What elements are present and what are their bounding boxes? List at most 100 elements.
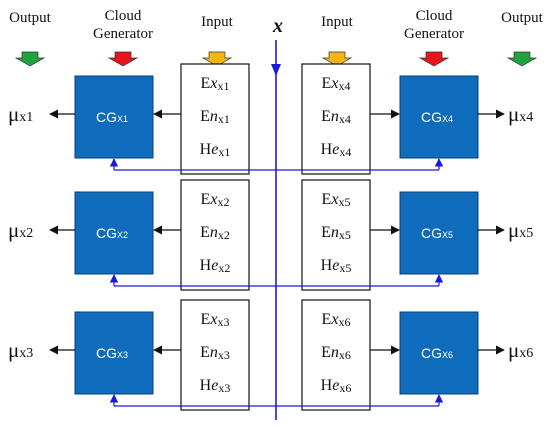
expectation-param-italic: x xyxy=(209,311,217,328)
hyper-entropy-param-subscript: x1 xyxy=(218,145,230,159)
expectation-param-italic: x xyxy=(330,311,338,328)
input-params-box xyxy=(301,299,371,411)
cloud-generator-label: CGX1 xyxy=(96,109,128,125)
cg-text: CG xyxy=(421,345,442,361)
input-params-box xyxy=(180,63,250,175)
expectation-param-letter: E xyxy=(201,75,211,92)
hyper-entropy-param: Hex4 xyxy=(321,141,352,159)
cg-subscript: X4 xyxy=(442,114,453,124)
hyper-entropy-param: Hex2 xyxy=(200,257,231,275)
header-cloud-left-line2: Generator xyxy=(93,26,153,42)
cg-subscript: X2 xyxy=(117,230,128,240)
hyper-entropy-param: Hex6 xyxy=(321,377,352,395)
output-mu-label: μx1 xyxy=(8,102,33,126)
expectation-param-subscript: x2 xyxy=(217,195,229,209)
input-params-box xyxy=(301,63,371,175)
entropy-param-italic: n xyxy=(331,224,339,241)
header-arrows xyxy=(14,51,538,67)
hyper-entropy-param-italic: e xyxy=(211,257,218,274)
hyper-entropy-param: Hex5 xyxy=(321,257,352,275)
expectation-param-letter: E xyxy=(322,311,332,328)
hyper-entropy-param: Hex3 xyxy=(200,377,231,395)
entropy-param-letter: E xyxy=(200,344,210,361)
cg-text: CG xyxy=(96,225,117,241)
header-row: Output Cloud Generator Input x Input Clo… xyxy=(9,8,544,42)
hyper-entropy-param-letter: H xyxy=(200,377,212,394)
hyper-entropy-param-letter: H xyxy=(321,377,333,394)
hyper-entropy-param-italic: e xyxy=(211,377,218,394)
output-mu-label: μx3 xyxy=(8,338,33,362)
output-mu-label: μx6 xyxy=(508,338,533,362)
cloud-generator-box xyxy=(399,75,479,159)
output-mu-label: μx5 xyxy=(508,218,533,242)
entropy-param-subscript: x3 xyxy=(218,348,230,362)
expectation-param-letter: E xyxy=(322,191,332,208)
expectation-param-letter: E xyxy=(322,75,332,92)
header-cloud-left-line1: Cloud xyxy=(105,8,142,24)
expectation-param-subscript: x5 xyxy=(338,195,350,209)
entropy-param: Enx3 xyxy=(200,344,230,362)
input-params-box xyxy=(301,179,371,291)
input-arrow-left-icon xyxy=(201,51,233,67)
header-cloud-right-line2: Generator xyxy=(404,26,464,42)
cg-text: CG xyxy=(421,225,442,241)
entropy-param: Enx4 xyxy=(321,108,351,126)
expectation-param: Exx2 xyxy=(201,191,230,209)
mu-subscript: x3 xyxy=(19,346,33,361)
hyper-entropy-param-subscript: x5 xyxy=(339,261,351,275)
expectation-param-italic: x xyxy=(330,75,338,92)
hyper-entropy-param-italic: e xyxy=(332,257,339,274)
expectation-param-italic: x xyxy=(330,191,338,208)
mu-symbol: μ xyxy=(508,102,519,126)
hyper-entropy-param-subscript: x6 xyxy=(339,381,351,395)
entropy-param-letter: E xyxy=(321,224,331,241)
expectation-param-subscript: x4 xyxy=(338,79,350,93)
expectation-param: Exx4 xyxy=(322,75,351,93)
input-params-box xyxy=(180,299,250,411)
mu-symbol: μ xyxy=(8,102,19,126)
expectation-param: Exx6 xyxy=(322,311,351,329)
expectation-param-italic: x xyxy=(209,191,217,208)
input-params-box xyxy=(180,179,250,291)
hyper-entropy-param-letter: H xyxy=(321,141,333,158)
hyper-entropy-param-letter: H xyxy=(200,257,212,274)
entropy-param-letter: E xyxy=(321,344,331,361)
header-output-left: Output xyxy=(9,10,52,26)
cloud-generator-label: CGX5 xyxy=(421,225,453,241)
header-output-right: Output xyxy=(501,10,544,26)
cloud-generator-label: CGX2 xyxy=(96,225,128,241)
mu-symbol: μ xyxy=(508,218,519,242)
cg-subscript: X3 xyxy=(117,350,128,360)
hyper-entropy-param-italic: e xyxy=(332,377,339,394)
mu-symbol: μ xyxy=(508,338,519,362)
expectation-param-subscript: x3 xyxy=(217,315,229,329)
generator-arrow-left-icon xyxy=(107,51,139,67)
mu-subscript: x4 xyxy=(519,110,533,125)
expectation-param-letter: E xyxy=(201,311,211,328)
output-arrow-right-icon xyxy=(506,51,538,67)
output-mu-label: μx4 xyxy=(508,102,533,126)
mu-subscript: x2 xyxy=(19,226,33,241)
hyper-entropy-param-letter: H xyxy=(321,257,333,274)
expectation-param-subscript: x6 xyxy=(338,315,350,329)
cg-subscript: X5 xyxy=(442,230,453,240)
mu-symbol: μ xyxy=(8,338,19,362)
header-input-left: Input xyxy=(201,14,233,30)
cg-text: CG xyxy=(96,345,117,361)
entropy-param-italic: n xyxy=(331,108,339,125)
entropy-param: Enx5 xyxy=(321,224,351,242)
cloud-generator-box xyxy=(74,311,154,395)
hyper-entropy-param-letter: H xyxy=(200,141,212,158)
generator-arrow-right-icon xyxy=(418,51,450,67)
entropy-param-italic: n xyxy=(331,344,339,361)
cloud-generator-label: CGX4 xyxy=(421,109,453,125)
mu-subscript: x6 xyxy=(519,346,533,361)
cloud-generator-box xyxy=(74,191,154,275)
